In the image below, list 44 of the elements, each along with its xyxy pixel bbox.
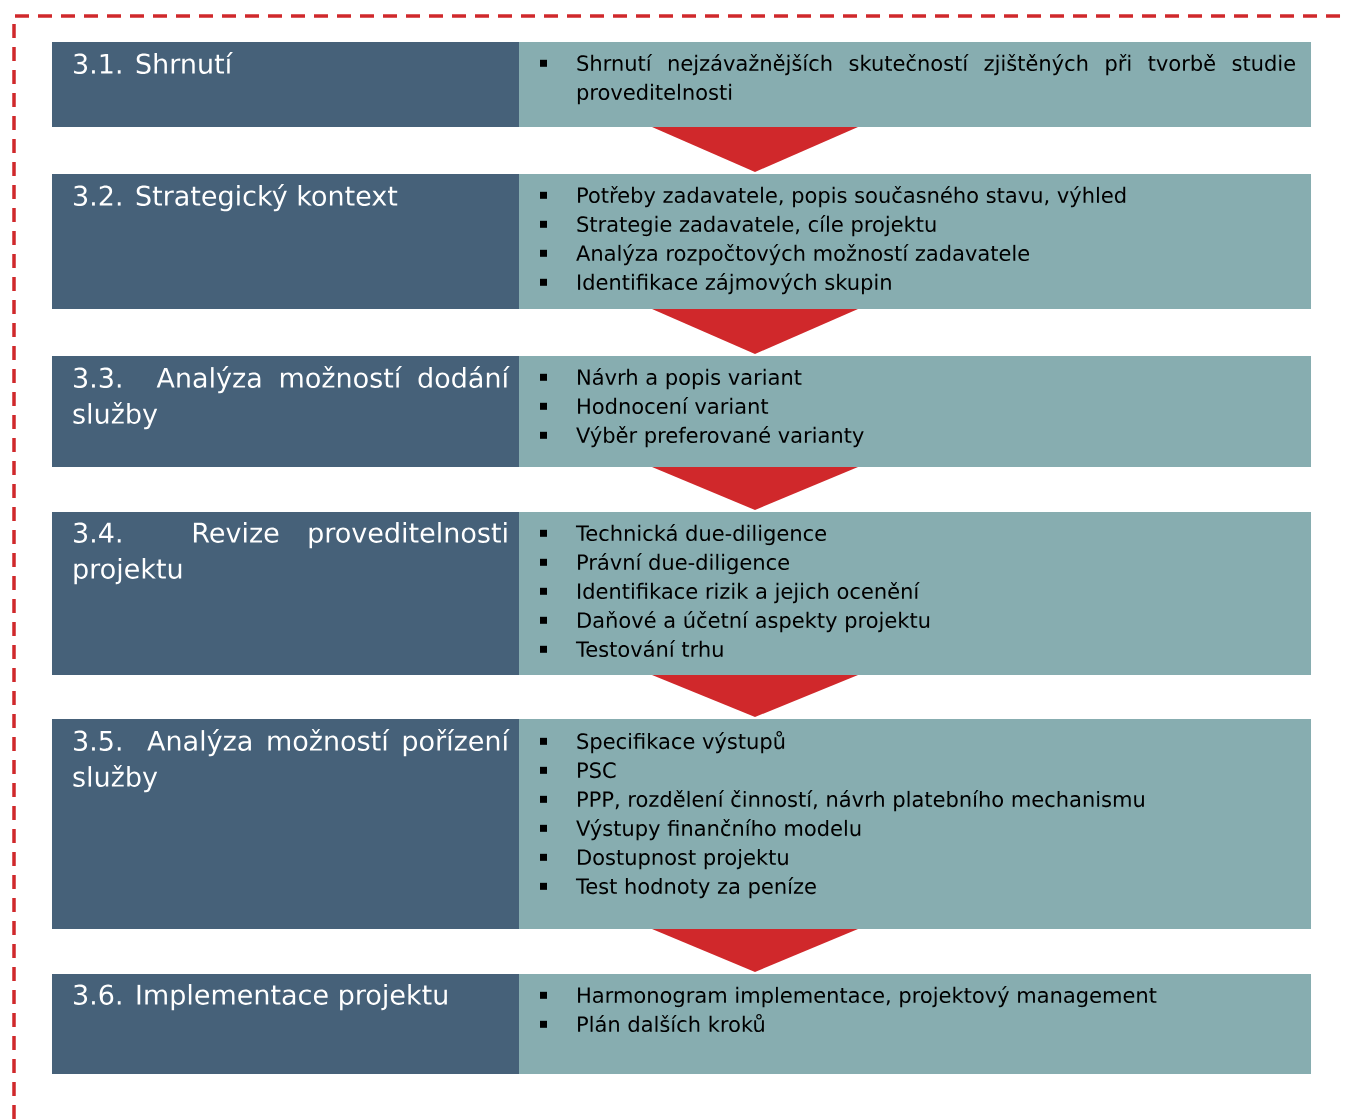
title: 3.2. Strategický kontext <box>74 184 398 212</box>
bullet-item: Testování trhu <box>540 640 723 658</box>
title: 3.4. Revize proveditelnosti projektu <box>74 522 507 585</box>
bullet-list-box <box>519 719 1311 929</box>
title-box <box>52 512 519 675</box>
chevron-arrow <box>652 309 858 354</box>
bullet-list-box <box>519 356 1311 467</box>
bullet-item: Výstupy finančního modelu <box>540 819 861 841</box>
title: 3.3. Analýza možností dodání služby <box>73 366 510 430</box>
bullet-item: Návrh a popis variant <box>540 368 802 390</box>
chevron-arrow <box>652 127 858 172</box>
chevron-arrow <box>652 467 858 510</box>
bullet-item: Hodnocení variant <box>540 397 769 415</box>
bullet-item: Dostupnost projektu <box>540 848 788 870</box>
title-box <box>52 174 519 309</box>
bullet-item: Daňové a účetní aspekty projektu <box>540 611 930 633</box>
bullet-item: Test hodnoty za peníze <box>540 877 816 899</box>
bullet-list-box <box>519 42 1311 127</box>
bullet-item: Specifikace výstupů <box>540 731 785 754</box>
bullet-item: Shrnutí nejzávažnějších skutečností zjištěných při tvorbě studie proveditelnosti <box>540 54 1295 105</box>
bullet-item: Identifikace rizik a jejich ocenění <box>540 582 920 604</box>
chevron-arrow <box>652 675 858 717</box>
bullet-item: Identifikace zájmových skupin <box>540 273 891 295</box>
title: 3.1. Shrnutí <box>74 52 233 74</box>
bullet-item: Harmonogram implementace, projektový management <box>540 986 1157 1008</box>
bullet-item: Výběr preferované varianty <box>540 426 864 448</box>
bullet-item: Technická due-diligence <box>540 524 826 546</box>
bullet-list-box <box>519 174 1311 309</box>
bullet-item: Analýza rozpočtových možností zadavatele <box>540 244 1030 266</box>
bullet-item: Potřeby zadavatele, popis současného stavu, výhled <box>540 186 1126 208</box>
title-box <box>52 974 519 1074</box>
bullet-list-box <box>519 512 1311 675</box>
title: 3.6. Implementace projektu <box>74 984 447 1011</box>
chevron-arrow <box>652 929 858 972</box>
title-box <box>52 356 519 467</box>
bullet-item: PSC <box>540 762 616 779</box>
bullet-item: Strategie zadavatele, cíle projektu <box>540 215 936 237</box>
title-box <box>52 42 519 127</box>
bullet-item: Plán dalších kroků <box>540 1014 764 1033</box>
title-box <box>52 719 519 929</box>
bullet-item: PPP, rozdělení činností, návrh platebního mechanismu <box>540 790 1144 812</box>
title: 3.5. Analýza možností pořízení služby <box>73 729 510 793</box>
bullet-item: Právní due-diligence <box>540 553 789 575</box>
bullet-list-box <box>519 974 1311 1074</box>
